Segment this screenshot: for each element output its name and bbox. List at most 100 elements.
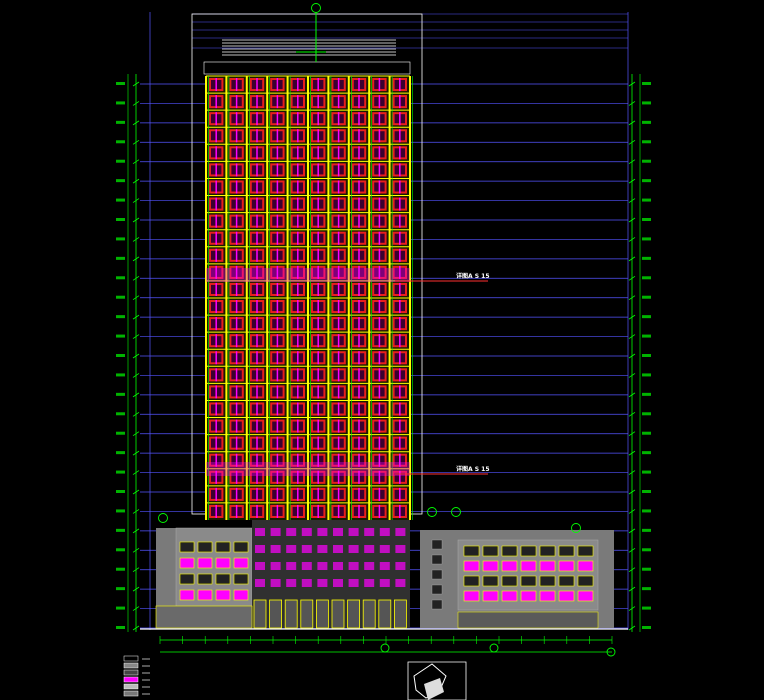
key-plan-building xyxy=(424,678,444,700)
dimension-tick xyxy=(628,295,636,301)
base-window xyxy=(317,579,328,587)
material-legend xyxy=(123,655,150,697)
dimension-tick xyxy=(132,198,140,203)
podium-window xyxy=(233,557,249,569)
dimension-text xyxy=(116,276,125,280)
dimension-tick xyxy=(132,450,140,456)
base-window xyxy=(379,528,390,536)
dimension-tick xyxy=(628,625,636,631)
dimension-text xyxy=(642,626,651,629)
site-key-plan xyxy=(407,661,467,700)
podium-window xyxy=(463,560,480,572)
dimension-tick xyxy=(628,198,636,203)
dimension-tick xyxy=(628,159,636,165)
axis-markers xyxy=(158,3,616,657)
axis-bubble xyxy=(427,507,437,517)
legend-swatch xyxy=(123,676,139,683)
podium-window xyxy=(233,541,249,553)
dimension-text xyxy=(642,412,651,416)
axis-bubble xyxy=(606,647,616,657)
dimension-text xyxy=(116,431,125,435)
dimension-tick xyxy=(628,217,636,223)
podium-right xyxy=(420,530,614,629)
podium-window xyxy=(197,589,213,601)
podium-left xyxy=(155,520,410,629)
dimension-text xyxy=(642,276,651,280)
base-window xyxy=(333,579,343,587)
dimension-text xyxy=(642,237,651,241)
base-window xyxy=(317,528,328,536)
podium-window xyxy=(463,590,480,602)
dimension-tick xyxy=(628,450,636,456)
dimension-tick xyxy=(132,237,140,242)
podium-window xyxy=(520,560,537,572)
dimension-tick xyxy=(628,178,636,184)
podium-window xyxy=(179,557,195,569)
stair-window xyxy=(431,569,443,580)
dimension-tick xyxy=(628,411,636,417)
dimension-text xyxy=(116,509,125,513)
dimension-tick xyxy=(132,547,140,553)
callout-upper: 详图A S 15 xyxy=(395,272,490,282)
dimension-tick xyxy=(132,159,140,165)
storefront xyxy=(253,599,267,629)
dimension-text xyxy=(642,295,651,299)
dimension-text xyxy=(642,606,651,610)
dimension-text xyxy=(642,140,651,144)
podium-window xyxy=(215,557,231,569)
base-window xyxy=(270,545,281,553)
dimension-tick xyxy=(628,237,636,242)
callout-upper-text: 详图A S 15 xyxy=(456,272,490,280)
storefront xyxy=(331,599,345,629)
dimension-tick xyxy=(132,373,140,378)
dimension-text xyxy=(642,528,651,532)
base-window xyxy=(317,545,328,553)
dimension-text xyxy=(116,626,125,629)
dimension-text xyxy=(116,587,125,591)
dimension-tick xyxy=(132,528,140,534)
dimension-tick xyxy=(628,606,636,611)
dimension-tick xyxy=(132,314,140,320)
dimension-text xyxy=(642,159,651,163)
dimension-tick xyxy=(628,353,636,359)
storefront xyxy=(269,599,283,629)
callout-lower-text: 详图A S 15 xyxy=(456,465,490,473)
legend-swatch xyxy=(123,690,139,697)
dimension-tick xyxy=(628,256,636,262)
dimension-text xyxy=(116,606,125,610)
dimension-tick xyxy=(132,217,140,223)
base-window xyxy=(255,562,265,570)
podium-window xyxy=(215,573,231,585)
podium-window xyxy=(539,545,556,557)
dimension-text xyxy=(116,490,125,493)
dimension-tick xyxy=(628,586,636,592)
podium-window xyxy=(179,541,195,553)
dimension-tick xyxy=(132,275,140,281)
base-window xyxy=(364,579,375,587)
storefront xyxy=(284,599,298,629)
axis-bubble xyxy=(489,643,499,653)
dimension-tick xyxy=(132,392,140,398)
dimension-text xyxy=(642,334,651,338)
dimension-text xyxy=(642,218,651,221)
dimension-text xyxy=(116,334,125,338)
base-window xyxy=(301,562,312,570)
base-window xyxy=(364,545,375,553)
dimension-tick xyxy=(132,353,140,359)
podium-window xyxy=(501,575,518,587)
base-window xyxy=(348,528,359,536)
dimension-text xyxy=(116,567,125,571)
dimension-text xyxy=(116,159,125,163)
dimension-text xyxy=(642,431,651,435)
dimension-text xyxy=(116,392,125,396)
dimension-tick xyxy=(628,334,636,339)
base-window xyxy=(364,562,375,570)
base-window xyxy=(395,562,406,570)
dimension-tick xyxy=(628,547,636,553)
dimension-text xyxy=(116,218,125,221)
right-dimension-chain xyxy=(628,74,651,632)
dimension-tick xyxy=(628,392,636,398)
dimension-tick xyxy=(132,509,140,514)
legend-swatch xyxy=(123,669,139,676)
